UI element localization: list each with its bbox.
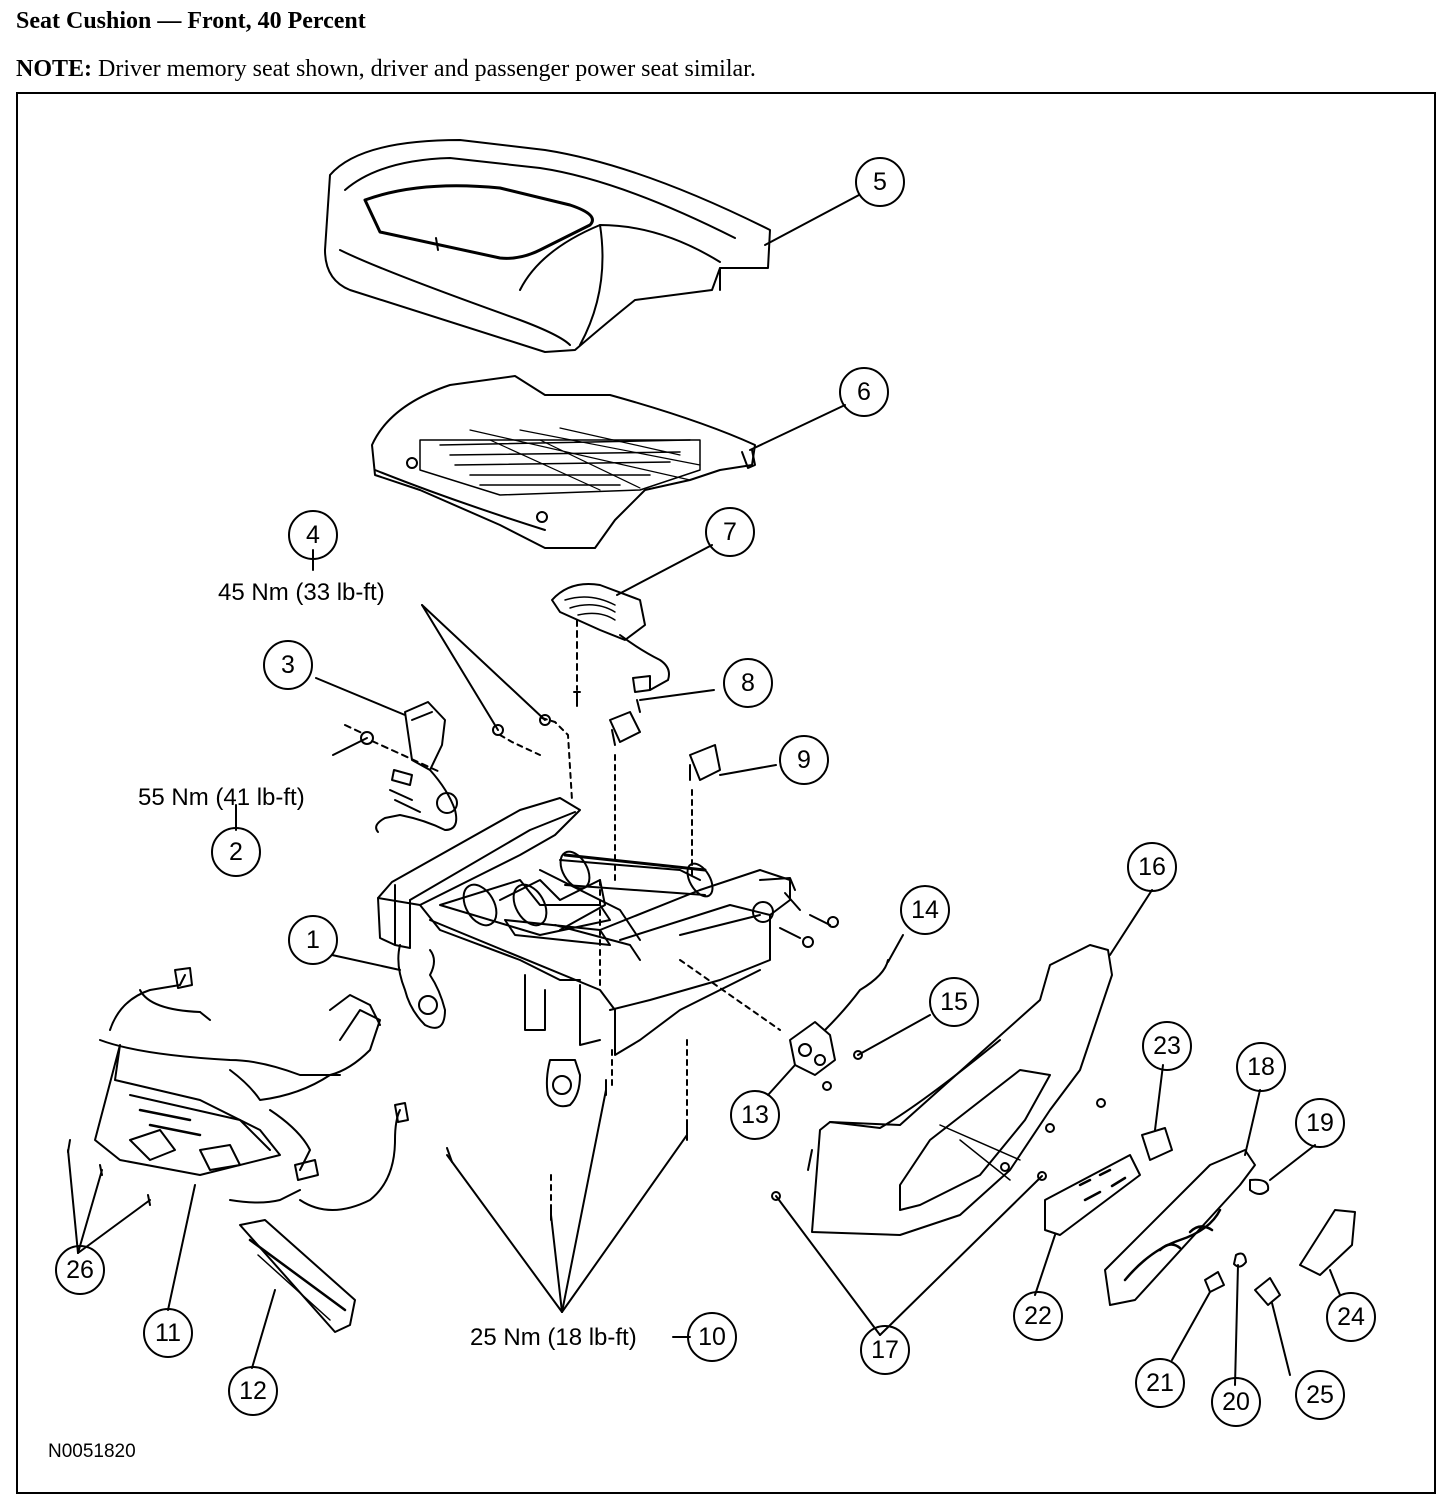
torque-spec-2: 55 Nm (41 lb-ft) xyxy=(138,784,305,811)
lumbar-switch-drawing xyxy=(679,959,889,1091)
callout-24: 24 xyxy=(1337,1303,1365,1331)
cushion-pan-drawing xyxy=(371,375,756,549)
callout-9: 9 xyxy=(797,746,811,774)
note-body: Driver memory seat shown, driver and pas… xyxy=(92,56,756,82)
callout-26: 26 xyxy=(66,1256,94,1284)
callout-11: 11 xyxy=(155,1319,181,1347)
seat-switches-drawing xyxy=(1044,1127,1356,1306)
seat-cushion-cover-drawing xyxy=(324,139,771,353)
callout-13: 13 xyxy=(741,1101,769,1129)
wiring-harness-drawing xyxy=(67,967,409,1333)
callout-10: 10 xyxy=(698,1323,726,1351)
callout-7: 7 xyxy=(723,518,737,546)
torque-spec-4: 45 Nm (33 lb-ft) xyxy=(218,579,385,606)
callout-23: 23 xyxy=(1153,1032,1181,1060)
callout-4: 4 xyxy=(306,521,320,549)
callout-18: 18 xyxy=(1247,1053,1275,1081)
leader-lines xyxy=(67,194,1341,1386)
callout-3: 3 xyxy=(281,651,295,679)
callout-12: 12 xyxy=(239,1377,267,1405)
callout-16: 16 xyxy=(1138,853,1166,881)
callout-17: 17 xyxy=(871,1336,899,1364)
torque-spec-10: 25 Nm (18 lb-ft) xyxy=(470,1324,637,1351)
note-text: NOTE: Driver memory seat shown, driver a… xyxy=(16,56,756,83)
callout-5: 5 xyxy=(873,168,887,196)
callout-6: 6 xyxy=(857,378,871,406)
note-label: NOTE: xyxy=(16,56,93,82)
seat-sensor-drawing xyxy=(551,583,670,713)
figure-id: N0051820 xyxy=(48,1441,136,1462)
callout-2: 2 xyxy=(229,838,243,866)
bolts-drawing xyxy=(446,711,839,1221)
callout-25: 25 xyxy=(1306,1381,1334,1409)
callout-22: 22 xyxy=(1024,1302,1052,1330)
figure-frame xyxy=(16,92,1436,1494)
callout-8: 8 xyxy=(741,669,755,697)
callout-15: 15 xyxy=(940,988,968,1016)
seat-side-shield-drawing xyxy=(771,944,1113,1236)
callout-circles xyxy=(55,157,1376,1427)
seat-belt-buckle-drawing xyxy=(344,701,458,833)
callout-1: 1 xyxy=(306,926,320,954)
callout-20: 20 xyxy=(1222,1388,1250,1416)
page-title: Seat Cushion — Front, 40 Percent xyxy=(16,8,366,34)
callout-21: 21 xyxy=(1146,1369,1174,1397)
callout-19: 19 xyxy=(1306,1109,1334,1137)
seat-track-frame-drawing xyxy=(377,754,796,1108)
callout-14: 14 xyxy=(911,896,939,924)
